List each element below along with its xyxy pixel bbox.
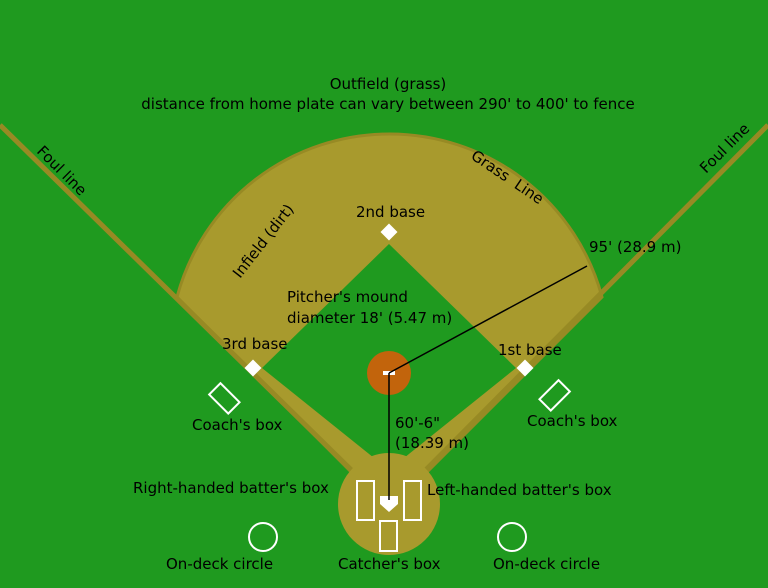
mound-label-line2: diameter 18' (5.47 m) (287, 309, 452, 327)
home-plate (380, 496, 398, 512)
catchers-box-label: Catcher's box (338, 555, 441, 573)
distance-label-line1: 60'-6" (395, 414, 440, 432)
first-base-label: 1st base (498, 341, 562, 359)
outfield-note: distance from home plate can vary betwee… (141, 95, 634, 113)
second-base-label: 2nd base (356, 203, 425, 221)
rh-batters-box-label: Right-handed batter's box (133, 479, 329, 497)
first-base (516, 359, 534, 377)
outfield-title: Outfield (grass) (330, 75, 447, 93)
radius-line (388, 265, 588, 374)
coach-box-right-outline (538, 378, 572, 412)
distance-label-line2: (18.39 m) (395, 434, 469, 452)
on-deck-right-label: On-deck circle (493, 555, 600, 573)
second-base (380, 223, 398, 241)
catchers-box-outline (379, 520, 398, 552)
third-base-label: 3rd base (222, 335, 288, 353)
third-base (244, 359, 262, 377)
lh-batters-box-label: Left-handed batter's box (427, 481, 612, 499)
on-deck-circle-left-shape (248, 522, 278, 552)
foul-line-right (387, 123, 768, 509)
right-handed-batters-box (356, 480, 375, 521)
coach-box-right-label: Coach's box (527, 412, 618, 430)
on-deck-left-label: On-deck circle (166, 555, 273, 573)
radius-label: 95' (28.9 m) (589, 238, 681, 256)
left-handed-batters-box (403, 480, 422, 521)
foul-line-left (0, 123, 391, 509)
coach-box-left-label: Coach's box (192, 416, 283, 434)
mound-label-line1: Pitcher's mound (287, 288, 408, 306)
on-deck-circle-right-shape (497, 522, 527, 552)
coach-box-left-outline (207, 381, 241, 415)
